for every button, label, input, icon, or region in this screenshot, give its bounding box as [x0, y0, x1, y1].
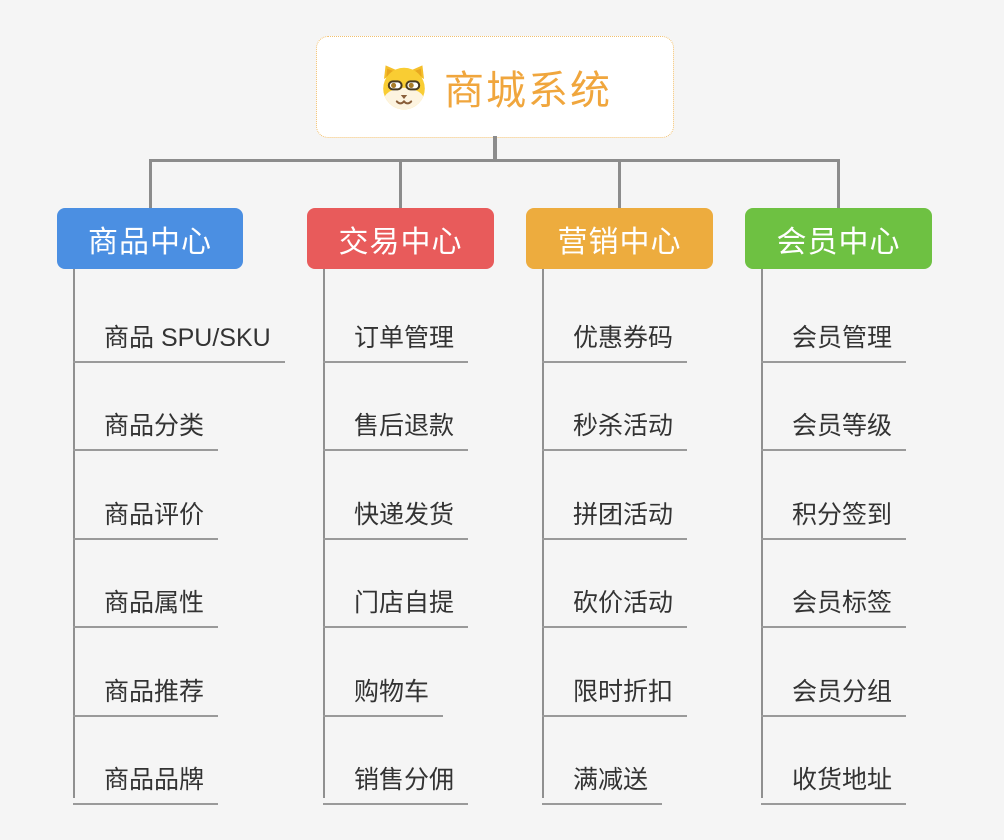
- branch-column-line: [73, 269, 75, 798]
- branch-header-member-center[interactable]: 会员中心: [745, 208, 932, 269]
- leaf-node-transaction-center-3[interactable]: 门店自提: [323, 577, 469, 628]
- leaf-node-member-center-3[interactable]: 会员标签: [761, 577, 907, 628]
- leaf-node-marketing-center-1[interactable]: 秒杀活动: [542, 400, 688, 451]
- leaf-node-product-center-2[interactable]: 商品评价: [73, 489, 219, 540]
- branch-connector-stub: [148, 159, 152, 209]
- leaf-node-member-center-4[interactable]: 会员分组: [761, 666, 907, 717]
- leaf-node-product-center-4[interactable]: 商品推荐: [73, 666, 219, 717]
- root-title: 商城系统: [444, 69, 612, 113]
- leaf-node-marketing-center-5[interactable]: 满减送: [542, 754, 663, 805]
- leaf-node-product-center-1[interactable]: 商品分类: [73, 400, 219, 451]
- shiba-dog-icon: [383, 65, 425, 110]
- branch-header-transaction-center[interactable]: 交易中心: [307, 208, 494, 269]
- leaf-node-marketing-center-4[interactable]: 限时折扣: [542, 666, 688, 717]
- branch-column-line: [761, 269, 763, 798]
- root-node[interactable]: 商城系统: [316, 36, 674, 138]
- leaf-node-product-center-3[interactable]: 商品属性: [73, 577, 219, 628]
- branch-header-product-center[interactable]: 商品中心: [57, 208, 243, 269]
- leaf-node-transaction-center-2[interactable]: 快递发货: [323, 489, 469, 540]
- leaf-node-transaction-center-4[interactable]: 购物车: [323, 666, 444, 717]
- leaf-node-marketing-center-2[interactable]: 拼团活动: [542, 489, 688, 540]
- branch-connector-stub: [837, 159, 840, 209]
- leaf-node-marketing-center-3[interactable]: 砍价活动: [542, 577, 688, 628]
- leaf-node-member-center-0[interactable]: 会员管理: [761, 312, 907, 363]
- leaf-node-transaction-center-5[interactable]: 销售分佣: [323, 754, 469, 805]
- branch-connector-stub: [618, 159, 621, 209]
- branch-header-marketing-center[interactable]: 营销中心: [526, 208, 713, 269]
- leaf-node-transaction-center-0[interactable]: 订单管理: [323, 312, 469, 363]
- branch-bus-line: [149, 159, 840, 162]
- leaf-node-member-center-5[interactable]: 收货地址: [761, 754, 907, 805]
- branch-column-line: [323, 269, 325, 798]
- leaf-node-transaction-center-1[interactable]: 售后退款: [323, 400, 469, 451]
- leaf-node-member-center-2[interactable]: 积分签到: [761, 489, 907, 540]
- leaf-node-member-center-1[interactable]: 会员等级: [761, 400, 907, 451]
- branch-column-line: [542, 269, 544, 798]
- branch-connector-stub: [399, 159, 402, 209]
- root-connector-line: [493, 136, 497, 161]
- leaf-node-marketing-center-0[interactable]: 优惠券码: [542, 312, 688, 363]
- leaf-node-product-center-0[interactable]: 商品 SPU/SKU: [73, 312, 285, 363]
- leaf-node-product-center-5[interactable]: 商品品牌: [73, 754, 219, 805]
